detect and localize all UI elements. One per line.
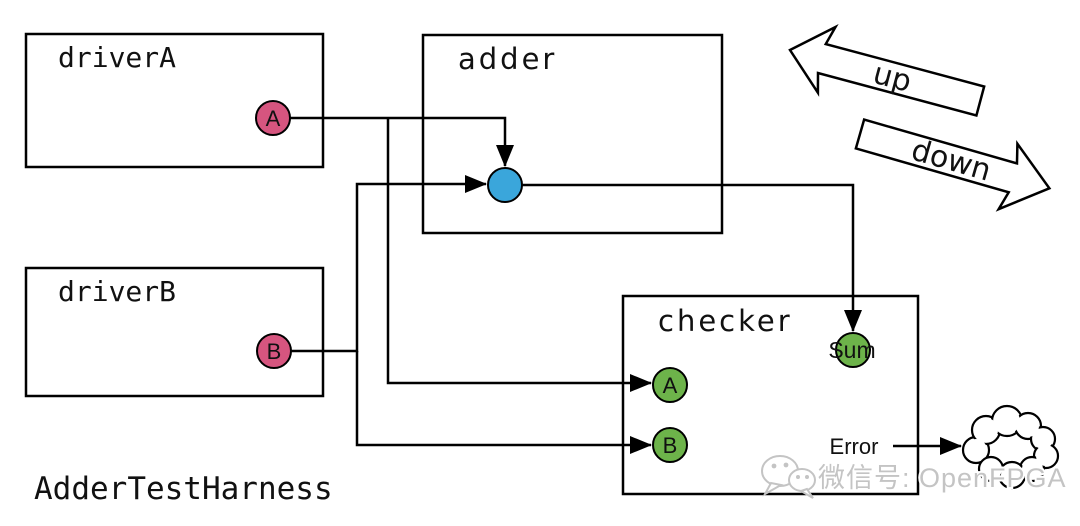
- driverB-port-label: B: [267, 339, 282, 364]
- adder-box: [421, 33, 724, 235]
- checkerA-port-label: A: [663, 373, 678, 398]
- watermark-text: 微信号: OpenFPGA: [818, 463, 1067, 493]
- wechat-icon: [761, 455, 816, 499]
- adder-sum-node: [487, 167, 523, 203]
- checker-label: checker: [658, 304, 793, 338]
- driverB-box: [24, 266, 325, 398]
- checkerError-label: Error: [830, 434, 879, 459]
- driverA-port-circle: [255, 100, 291, 136]
- driverA-port-label: A: [266, 106, 281, 131]
- checkerB-port-circle: [652, 427, 688, 463]
- checkerSum-port-circle: [835, 332, 871, 368]
- checkerSum-port-label: Sum: [828, 337, 875, 363]
- wire-adder-to-checkerSum: [522, 183, 862, 332]
- block-arrow-left-icon: [788, 24, 986, 118]
- driverA-label: driverA: [58, 41, 176, 74]
- watermark: 微信号: OpenFPGA: [761, 455, 1068, 499]
- wire-driverB-to-checkerB: [355, 351, 652, 454]
- down-label: down: [907, 133, 994, 189]
- diagram-title: AdderTestHarness: [34, 471, 333, 507]
- checkerB-port-label: B: [663, 433, 678, 458]
- wire-driverA-to-adder: [290, 116, 514, 167]
- wire-driverB-to-adder: [291, 175, 487, 353]
- driverB-label: driverB: [58, 275, 176, 308]
- checkerA-port-circle: [652, 367, 688, 403]
- driverB-port-circle: [256, 333, 292, 369]
- down-block-arrow: down: [854, 118, 1052, 212]
- up-block-arrow: up: [788, 24, 986, 118]
- cloud-icon: [961, 404, 1060, 490]
- wire-driverA-to-checkerA: [386, 118, 652, 392]
- block-arrow-right-icon: [854, 118, 1052, 212]
- adder-label: adder: [458, 42, 557, 76]
